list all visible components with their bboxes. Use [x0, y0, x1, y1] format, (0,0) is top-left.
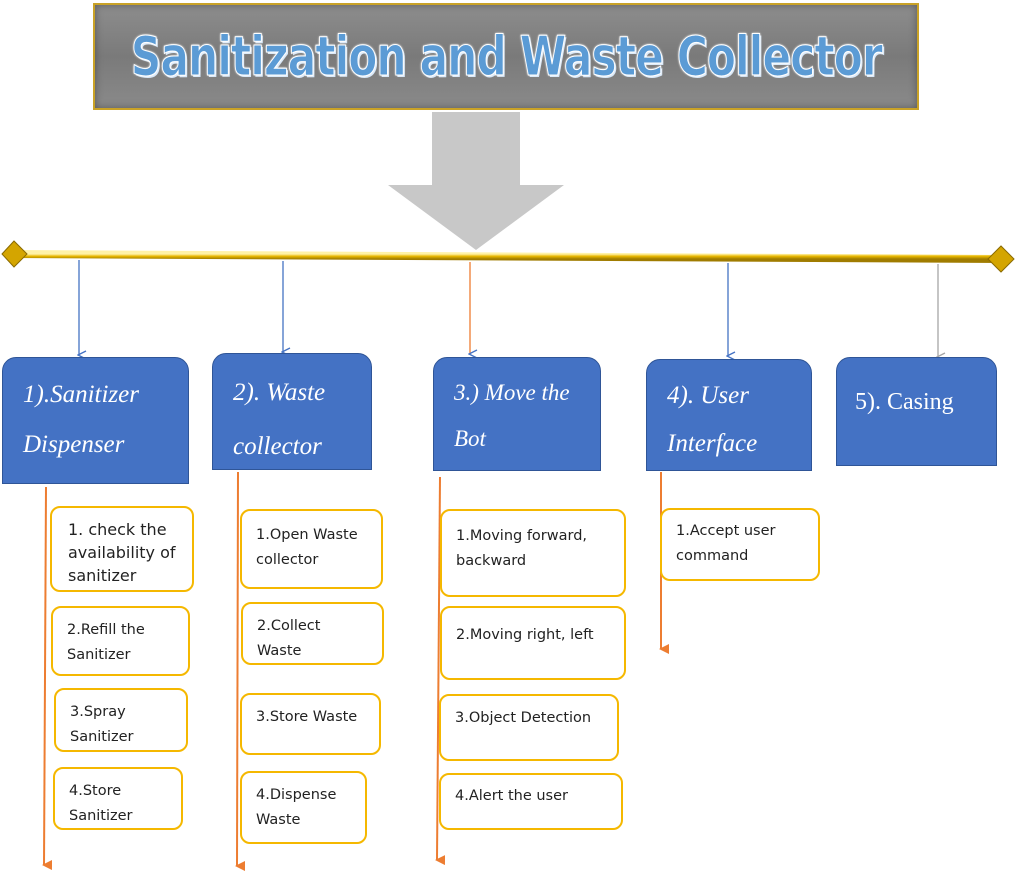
category-sanitizer-dispenser: 1).Sanitizer Dispenser: [2, 357, 189, 484]
category-label: 2). Waste collector: [233, 379, 326, 460]
category-casing: 5). Casing: [836, 357, 997, 466]
task-moving-right-left: 2.Moving right, left: [440, 606, 626, 680]
task-store-waste: 3.Store Waste: [240, 693, 381, 755]
task-collect-waste: 2.Collect Waste: [241, 602, 384, 665]
category-label: 5). Casing: [855, 389, 954, 415]
flow-arrow-3: [435, 476, 446, 866]
task-accept-user-command: 1.Accept user command: [660, 508, 820, 581]
title-banner: Sanitization and Waste Collector: [93, 3, 919, 110]
bar-right-diamond-icon: [987, 245, 1015, 273]
gold-connector-bar: [11, 250, 1004, 263]
category-label: 4). User Interface: [667, 382, 758, 457]
task-open-waste-collector: 1.Open Waste collector: [240, 509, 383, 589]
task-check-availability: 1. check the availability of sanitizer: [50, 506, 194, 592]
task-store-sanitizer: 4.Store Sanitizer: [53, 767, 183, 830]
flow-arrow-2: [235, 471, 246, 872]
task-object-detection: 3.Object Detection: [439, 694, 619, 761]
category-move-the-bot: 3.) Move the Bot: [433, 357, 601, 471]
category-label: 1).Sanitizer Dispenser: [23, 381, 139, 458]
diagram-title: Sanitization and Waste Collector: [130, 25, 883, 89]
flow-arrow-1: [42, 486, 53, 871]
big-down-arrow: [388, 112, 564, 250]
task-dispense-waste: 4.Dispense Waste: [240, 771, 367, 844]
task-moving-forward-backward: 1.Moving forward, backward: [440, 509, 626, 597]
task-refill-sanitizer: 2.Refill the Sanitizer: [51, 606, 190, 676]
category-user-interface: 4). User Interface: [646, 359, 812, 471]
task-spray-sanitizer: 3.Spray Sanitizer: [54, 688, 188, 752]
category-waste-collector: 2). Waste collector: [212, 353, 372, 470]
category-label: 3.) Move the Bot: [454, 380, 570, 451]
bar-left-diamond-icon: [1, 240, 28, 268]
task-alert-the-user: 4.Alert the user: [439, 773, 623, 830]
